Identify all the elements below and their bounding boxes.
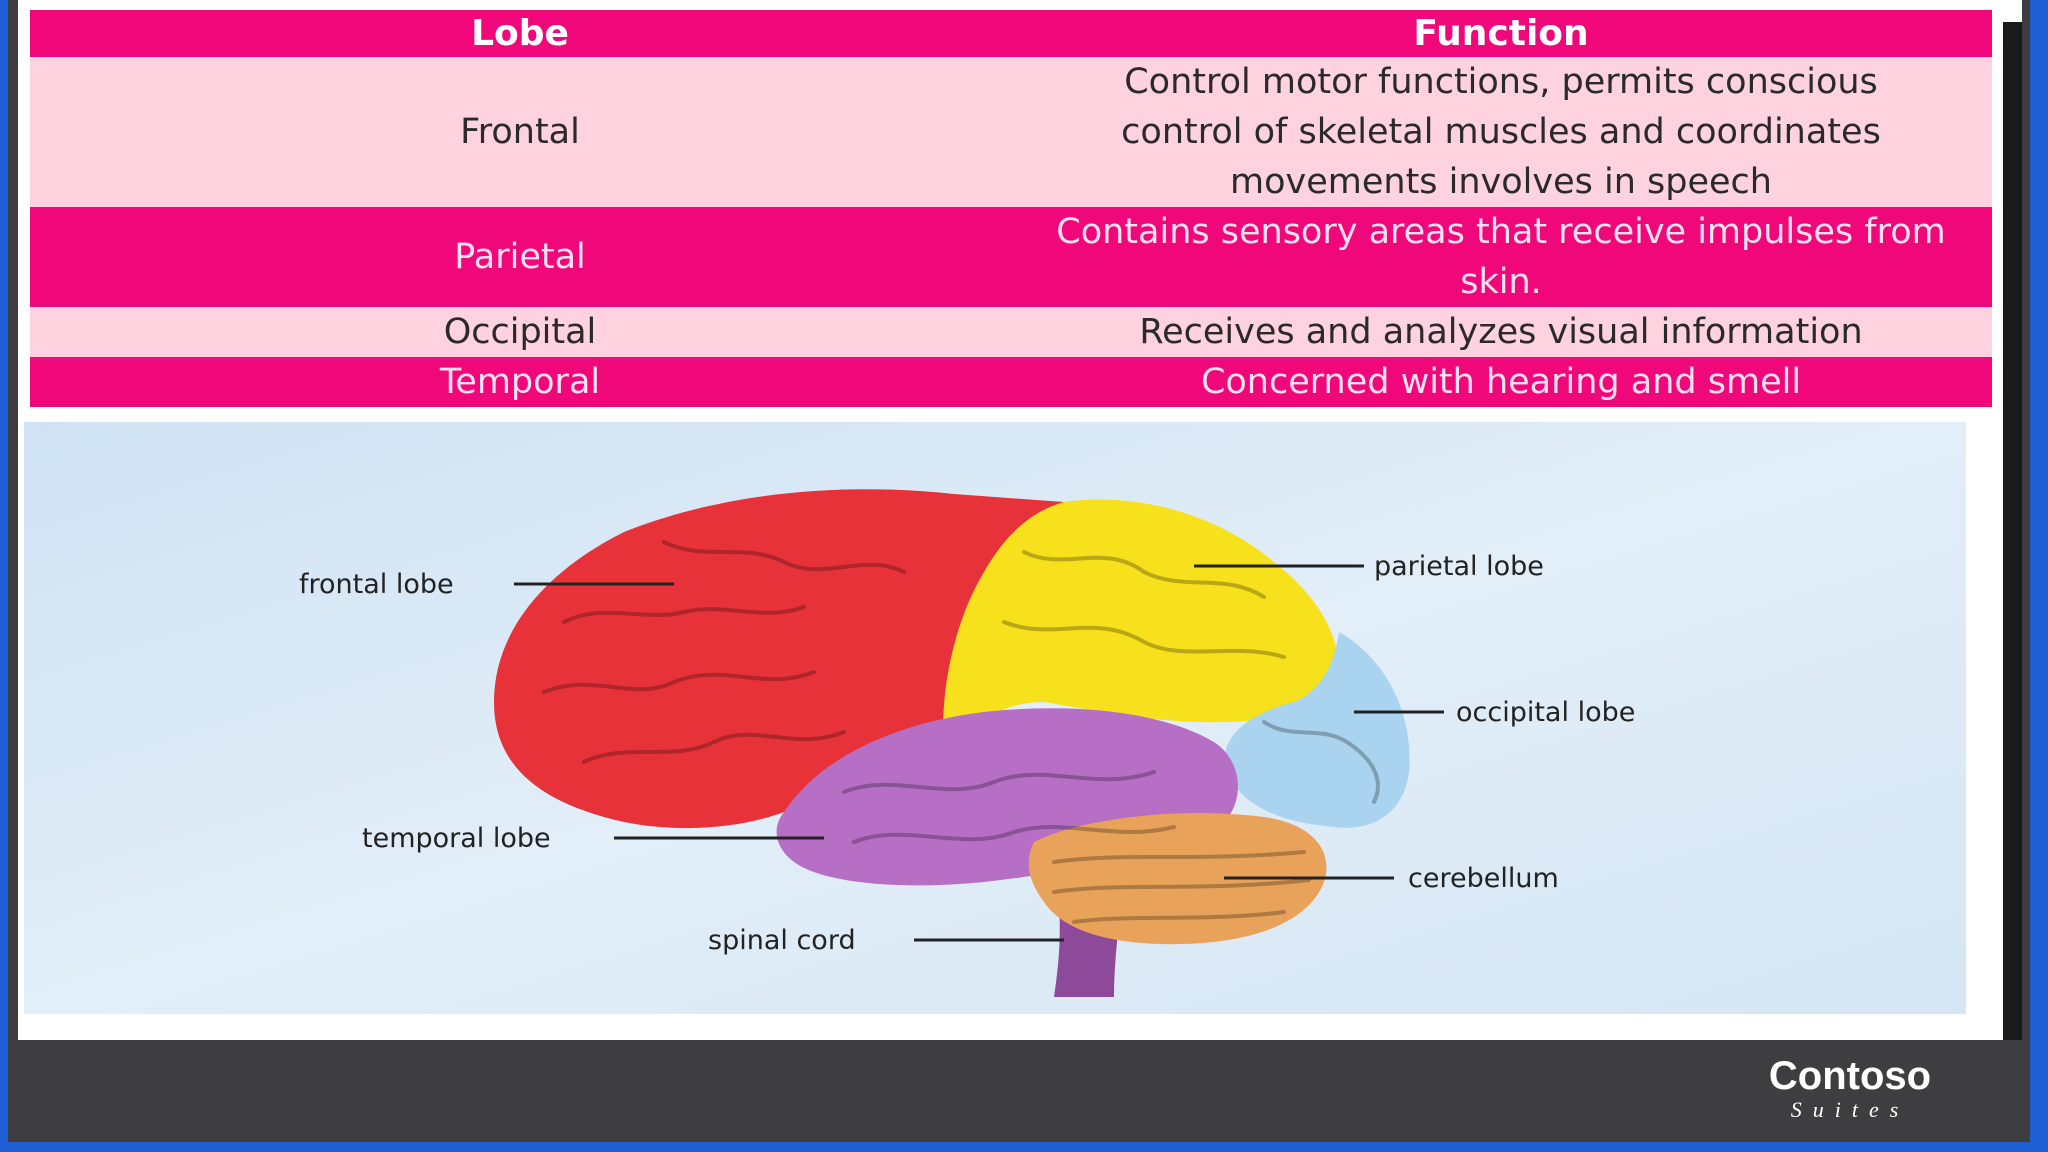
slide-edge-top: [2003, 0, 2022, 22]
parietal-lobe-label: parietal lobe: [1374, 551, 1544, 582]
occipital-lobe-label: occipital lobe: [1456, 697, 1635, 728]
function-cell: Contains sensory areas that receive impu…: [1010, 207, 1992, 307]
temporal-lobe-label: temporal lobe: [362, 823, 551, 854]
function-cell: Receives and analyzes visual information: [1010, 307, 1992, 357]
lobe-cell: Occipital: [30, 307, 1010, 357]
table-row: Occipital Receives and analyzes visual i…: [30, 307, 1992, 357]
cerebellum-label: cerebellum: [1408, 863, 1559, 894]
parietal-lobe-shape: [943, 499, 1340, 752]
table-row: Temporal Concerned with hearing and smel…: [30, 357, 1992, 407]
frontal-lobe-label: frontal lobe: [299, 569, 454, 600]
label-leaders: [514, 564, 1444, 942]
brand-tagline: Suites: [1790, 1097, 1910, 1122]
table-row: Frontal Control motor functions, permits…: [30, 57, 1992, 207]
table-row: Parietal Contains sensory areas that rec…: [30, 207, 1992, 307]
header-function: Function: [1010, 10, 1992, 57]
lobe-cell: Temporal: [30, 357, 1010, 407]
occipital-lobe-shape: [1224, 632, 1410, 828]
cerebellum-shape: [1028, 813, 1327, 945]
lobe-cell: Frontal: [30, 57, 1010, 207]
lobe-cell: Parietal: [30, 207, 1010, 307]
header-lobe: Lobe: [30, 10, 1010, 57]
brand-name: Contoso: [1768, 1054, 1932, 1098]
brain-diagram: frontal lobe parietal lobe occipital lob…: [24, 422, 1966, 1014]
function-cell: Concerned with hearing and smell: [1010, 357, 1992, 407]
lobe-function-table: Lobe Function Frontal Control motor func…: [30, 10, 1992, 407]
function-cell: Control motor functions, permits conscio…: [1010, 57, 1992, 207]
spinal-cord-label: spinal cord: [708, 925, 856, 956]
table-header-row: Lobe Function: [30, 10, 1992, 57]
gyri-texture: [542, 540, 1380, 924]
slide-edge: [2003, 0, 2022, 1040]
contoso-logo: Contoso Suites: [1740, 1054, 1960, 1124]
